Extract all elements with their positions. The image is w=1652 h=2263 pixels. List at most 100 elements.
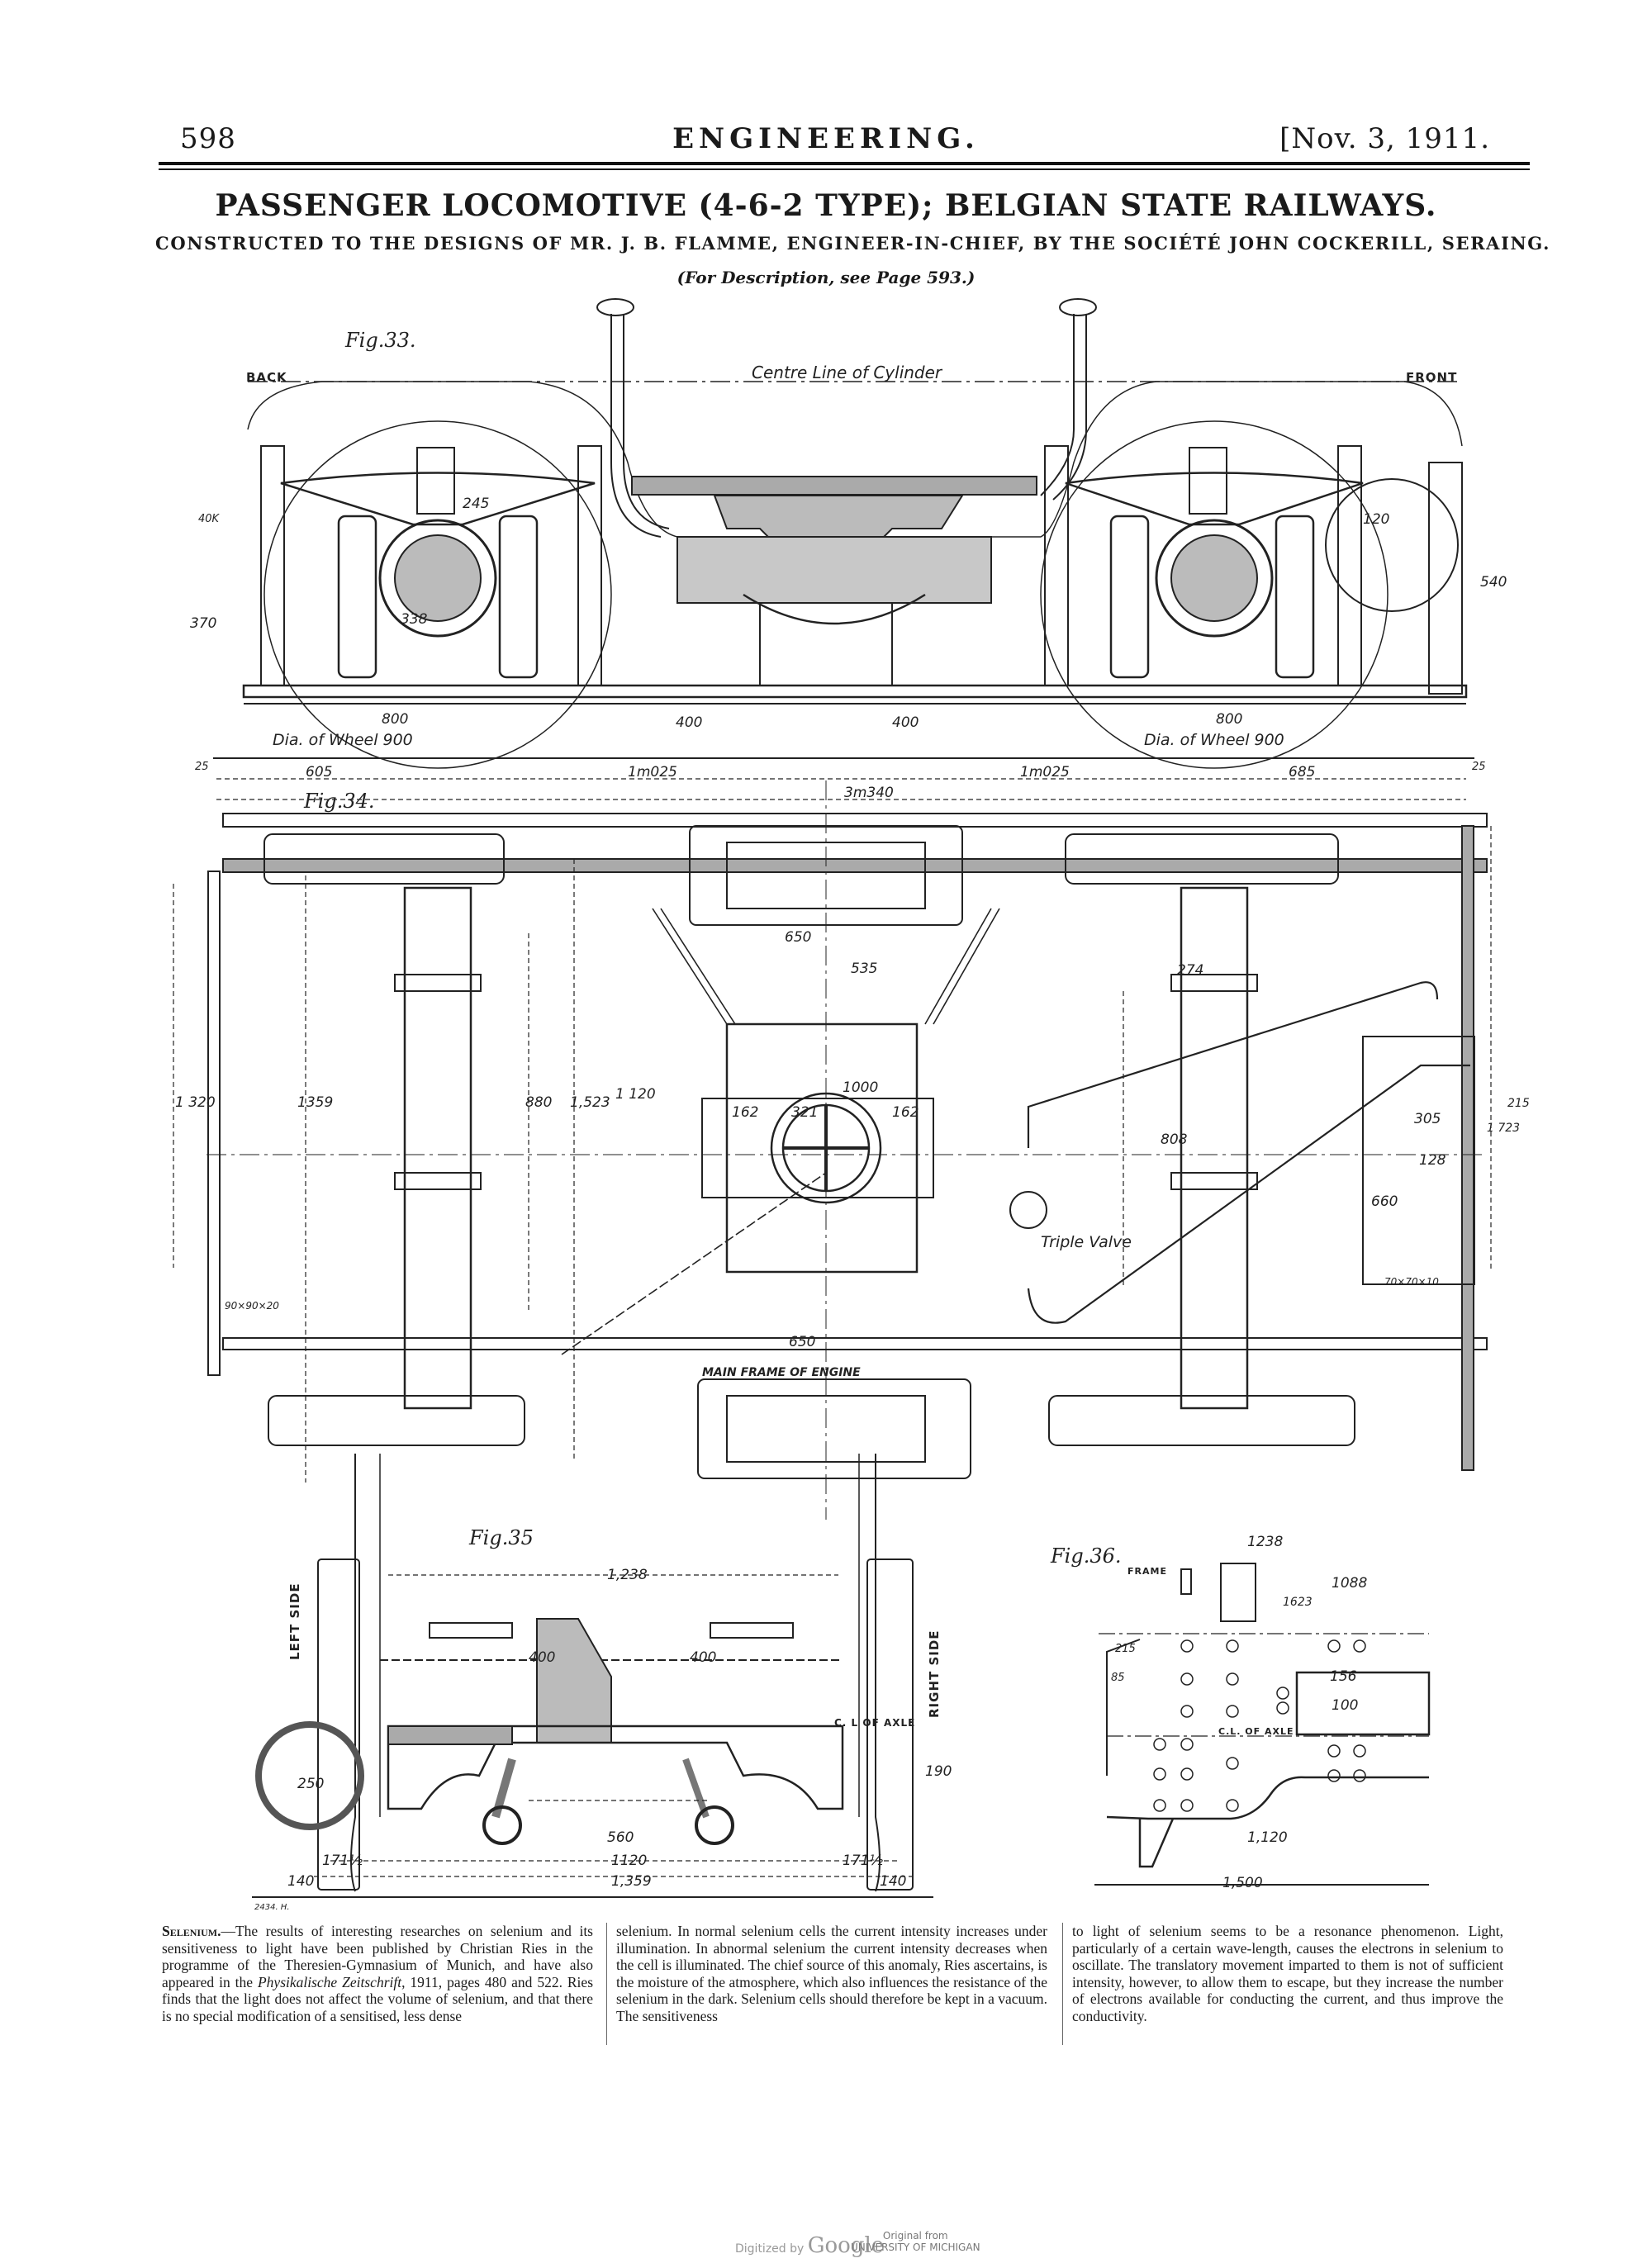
dim-400-a: 400: [676, 714, 702, 731]
dim-128: 128: [1419, 1152, 1446, 1169]
reservoir: [1362, 1036, 1475, 1285]
wheel-dia-left: Dia. of Wheel 900: [273, 731, 413, 749]
dim-40k: 40K: [198, 513, 221, 525]
left-side-label: LEFT SIDE: [287, 1582, 302, 1660]
dim-800-right: 800: [1216, 711, 1242, 728]
dim-880: 880: [525, 1094, 552, 1111]
fig34-plan-view: [173, 780, 1492, 1520]
dim-660: 660: [1371, 1193, 1398, 1210]
dim-245: 245: [463, 496, 489, 512]
dim-250: 250: [297, 1776, 324, 1792]
dim-660-36: 100: [1332, 1697, 1358, 1714]
triple-valve-label: Triple Valve: [1041, 1233, 1132, 1251]
dim-156: 85: [1111, 1672, 1125, 1684]
dim-1359: 1359: [297, 1094, 333, 1111]
dim-605: 605: [306, 764, 332, 780]
dim-190: 190: [925, 1763, 952, 1780]
dim-400-b: 400: [892, 714, 919, 731]
dim-274: 274: [1177, 962, 1203, 979]
front-label: FRONT: [1406, 370, 1457, 385]
dim-171-right: 171½: [843, 1853, 883, 1869]
centre-casting: [676, 536, 992, 604]
article-column-1: Selenium.—The results of interesting res…: [162, 1923, 593, 2025]
engineering-drawing: Fig.33. BACK FRONT Centre Line of Cylind…: [173, 298, 1530, 1912]
dim-162-right: 162: [892, 1104, 919, 1121]
frame-label: FRAME: [1127, 1566, 1167, 1577]
triple-valve: [1009, 1191, 1047, 1229]
fig36-label: Fig.36.: [1050, 1544, 1122, 1568]
journal-title: ENGINEERING.: [672, 122, 980, 155]
page-number: 598: [180, 122, 236, 155]
dim-215: 215: [1507, 1097, 1530, 1110]
article-col1-end: , 1911, pages 480 and 522. Ries finds th…: [162, 1973, 593, 2024]
dim-1000: 1000: [843, 1079, 878, 1096]
dim-370: 370: [190, 615, 216, 632]
right-axle-shaft: [1180, 886, 1249, 1410]
centre-line-label: Centre Line of Cylinder: [752, 363, 943, 382]
header-rule-thin: [159, 168, 1530, 170]
university-label: UNIVERSITY OF MICHIGAN: [851, 2242, 980, 2253]
dim-1120-35: 1120: [611, 1853, 647, 1869]
dim-400-35a: 400: [529, 1649, 555, 1666]
dim-1359-35: 1,359: [611, 1873, 652, 1890]
dim-1238-36: 1238: [1247, 1534, 1283, 1550]
right-axle-circle: [1155, 519, 1274, 638]
right-side-label: RIGHT SIDE: [927, 1630, 942, 1718]
fig33-label: Fig.33.: [344, 329, 416, 352]
dim-800-left: 800: [382, 711, 408, 728]
bolster-top: [631, 476, 1037, 496]
issue-date: [Nov. 3, 1911.: [1279, 122, 1490, 155]
article-column-3: to light of selenium seems to be a reson…: [1072, 1923, 1503, 2024]
fig35-label: Fig.35: [468, 1526, 534, 1549]
dim-1523: 1,523: [570, 1094, 610, 1111]
dim-1120: 1 120: [615, 1086, 656, 1103]
fig35-end-view: [252, 1454, 933, 1898]
dim-650-top: 650: [785, 929, 811, 946]
dim-left-end: 25: [195, 761, 209, 773]
right-wheel-outline: [1040, 420, 1389, 769]
dim-right-end: 25: [1472, 761, 1486, 773]
article-column-2: selenium. In normal selenium cells the c…: [616, 1923, 1047, 2024]
dim-200: 156: [1330, 1668, 1357, 1685]
left-horn-guide-a: [260, 445, 285, 686]
article-title: PASSENGER LOCOMOTIVE (4-6-2 TYPE); BELGI…: [215, 188, 1437, 223]
dim-171-left: 171½: [322, 1853, 363, 1869]
dim-321: 321: [791, 1104, 818, 1121]
dim-1500: 1,500: [1222, 1875, 1263, 1891]
dim-808: 808: [1161, 1132, 1188, 1148]
dim-650-bottom: 650: [789, 1334, 815, 1350]
original-from-label: Original from: [882, 2230, 948, 2242]
column-divider: [1062, 1923, 1063, 2045]
back-label: BACK: [246, 370, 287, 385]
lower-brake-cylinder: [697, 1378, 971, 1479]
dim-1723: 1 723: [1487, 1122, 1520, 1135]
dim-1m025-b: 1m025: [1020, 764, 1070, 780]
dim-1088: 1088: [1332, 1575, 1367, 1592]
fig35-brake-cylinder: [255, 1721, 364, 1830]
dim-angle-left: 90×90×20: [225, 1300, 279, 1312]
journal-citation: Physikalische Zeitschrift: [257, 1973, 402, 1990]
dim-338: 338: [401, 611, 428, 628]
frame-hatched-bar: [222, 858, 1488, 873]
digitized-label: Digitized by: [735, 2242, 805, 2256]
article-heading: Selenium.: [162, 1923, 221, 1939]
article-col1-text: —The results of interesting researches o…: [162, 1923, 593, 1990]
left-wheel-outline: [263, 420, 612, 769]
dim-685: 685: [1289, 764, 1315, 780]
wheel-dia-right: Dia. of Wheel 900: [1144, 731, 1284, 749]
left-axle-circle: [378, 519, 497, 638]
fig36-frame-plate: [1094, 1563, 1431, 1886]
dim-140-right: 140: [880, 1873, 906, 1890]
dim-162-left: 162: [732, 1104, 758, 1121]
dim-215-36: 215: [1115, 1643, 1136, 1655]
left-axle-shaft: [403, 886, 472, 1410]
fig33-side-elevation: [242, 298, 1468, 769]
left-axle: [394, 534, 482, 622]
dim-540: 540: [1480, 574, 1507, 591]
dim-total: 3m340: [844, 785, 894, 801]
main-frame-label: MAIN FRAME OF ENGINE: [702, 1366, 861, 1379]
plate-number: 2434. H.: [254, 1903, 290, 1912]
axle-cl-label-36: C.L. OF AXLE: [1218, 1726, 1294, 1737]
dim-1120-36: 1,120: [1247, 1829, 1288, 1846]
article-subtitle: CONSTRUCTED TO THE DESIGNS OF MR. J. B. …: [155, 233, 1550, 254]
